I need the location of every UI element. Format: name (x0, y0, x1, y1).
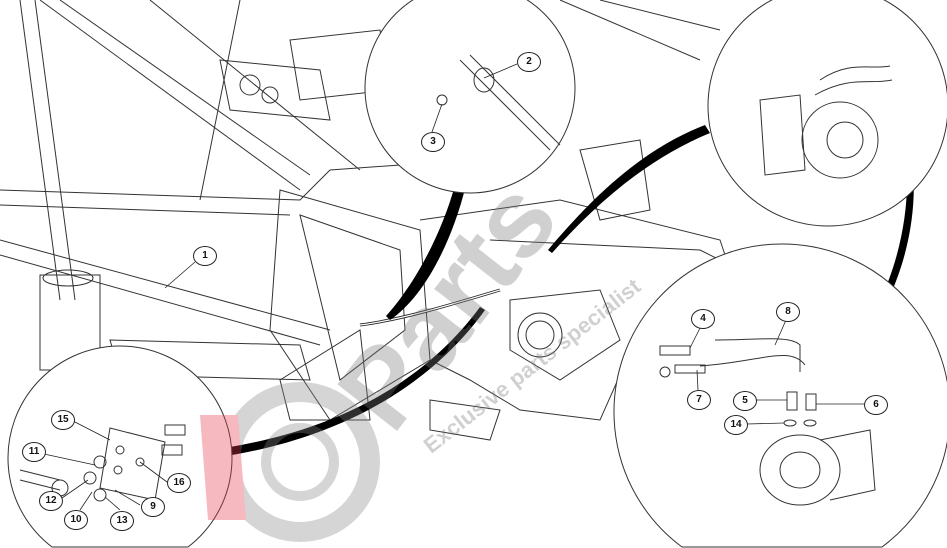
callout-5: 5 (733, 391, 757, 411)
callout-1: 1 (193, 246, 217, 266)
callout-4: 4 (691, 309, 715, 329)
callout-7: 7 (687, 390, 711, 410)
callout-16: 16 (167, 473, 191, 493)
callout-14: 14 (724, 415, 748, 435)
callout-9: 9 (141, 497, 165, 517)
callout-6: 6 (864, 395, 888, 415)
callout-12: 12 (39, 491, 63, 511)
callout-13: 13 (110, 511, 134, 531)
callout-15: 15 (51, 410, 75, 430)
callout-3: 3 (421, 132, 445, 152)
detail-circle-top-right (707, 0, 947, 227)
callout-10: 10 (64, 510, 88, 530)
callout-11: 11 (22, 442, 46, 462)
callout-8: 8 (776, 302, 800, 322)
callout-2: 2 (517, 52, 541, 72)
detail-circle-bottom-right (613, 243, 947, 548)
watermark-logo (200, 382, 380, 542)
